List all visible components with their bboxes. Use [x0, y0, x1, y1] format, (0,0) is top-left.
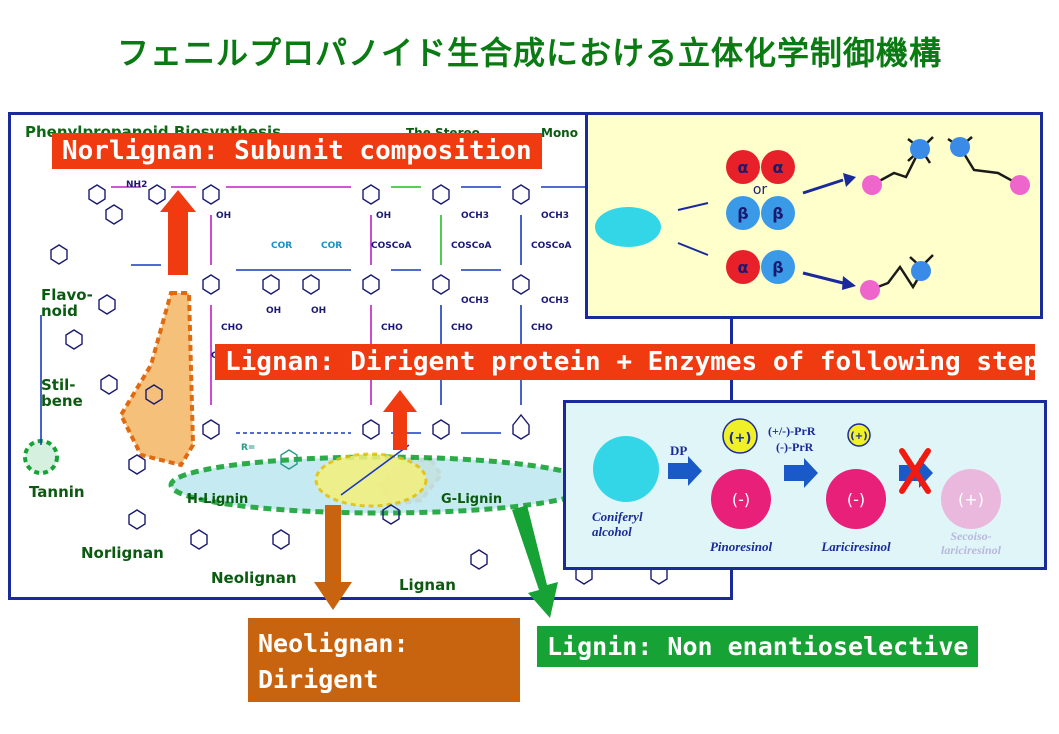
- scheme-drawing: Phenylpropanoid Biosynthesis The Stereo …: [23, 123, 668, 594]
- label-cor-2: COR: [321, 241, 342, 251]
- blocked-cross-icon: [899, 448, 931, 494]
- beta-subunit: [761, 250, 795, 284]
- norlignan-highlight: [118, 291, 196, 468]
- label-g-lignin: G-Lignin: [441, 492, 502, 507]
- pinoresinol-sign: (-): [732, 490, 750, 509]
- label-cho-1: CHO: [221, 323, 243, 333]
- secoiso-label-2: lariciresinol: [941, 543, 1002, 557]
- scheme-header-right-b: Mono: [541, 126, 578, 140]
- label-r: R=: [241, 443, 255, 453]
- substrate-ellipse: [595, 207, 661, 247]
- label-cho-2: CHO: [381, 323, 403, 333]
- lariciresinol-plus-sign: (+): [850, 431, 868, 442]
- neolignan-callout-line1: Neolignan:: [258, 629, 409, 658]
- callout-arrows: [160, 190, 558, 618]
- label-cho-4: CHO: [531, 323, 553, 333]
- label-cor: COR: [271, 241, 292, 251]
- neolignan-callout: Neolignan: Dirigent protein?: [248, 618, 520, 730]
- coniferyl-label-1: Coniferyl: [592, 509, 643, 524]
- label-lignan: Lignan: [399, 576, 456, 594]
- lignan-callout: Lignan: Dirigent protein + Enzymes of fo…: [215, 344, 1055, 380]
- page-title: フェニルプロパノイド生合成における立体化学制御機構: [116, 34, 942, 72]
- neolignan-callout-line2: Dirigent protein?: [258, 665, 379, 730]
- label-oh-3: OH: [266, 306, 281, 316]
- coniferyl-label-2: alcohol: [592, 524, 632, 539]
- label-coscoa-2: COSCoA: [371, 241, 412, 251]
- lignin-arrow: [512, 505, 558, 618]
- pinoresinol-label: Pinoresinol: [710, 539, 773, 554]
- norlignan-arrow: [160, 190, 196, 275]
- chem-labels: COSCoA COSCoA COSCoA COSCoA COR COR CHO …: [126, 180, 572, 453]
- lariciresinol-plus-node: [847, 423, 871, 447]
- product-structures: [869, 136, 1021, 292]
- prr-arrow: [784, 458, 818, 488]
- label-h-lignin: H-Lignin: [187, 492, 248, 507]
- label-oh-4: OH: [311, 306, 326, 316]
- label-cho-3: CHO: [451, 323, 473, 333]
- lariciresinol-node: [826, 469, 886, 529]
- coniferyl-alcohol-node: [593, 436, 659, 502]
- dirigent-selectivity-panel: α α or β β α β: [585, 112, 1043, 319]
- label-och3-3: OCH3: [461, 296, 489, 306]
- secoiso-label-1: Secoiso-: [950, 529, 991, 543]
- label-och3-2: OCH3: [541, 211, 569, 221]
- secoisolariciresinol-sign: (+): [958, 490, 984, 509]
- selectivity-drawing: α α or β β α β: [595, 136, 1030, 300]
- neolignan-arrow: [314, 505, 352, 610]
- molecule-structures: [50, 184, 668, 585]
- label-tannin: Tannin: [29, 483, 85, 501]
- prr-pm-label: (+/-)-PrR: [768, 424, 816, 438]
- label-neolignan: Neolignan: [211, 569, 297, 587]
- dp-label: DP: [670, 443, 687, 458]
- lariciresinol-label: Lariciresinol: [820, 539, 891, 554]
- alpha-subunit: [726, 150, 760, 184]
- label-och3-4: OCH3: [541, 296, 569, 306]
- norlignan-callout: Norlignan: Subunit composition: [52, 133, 542, 169]
- dp-arrow: [668, 456, 702, 486]
- or-label: or: [753, 182, 768, 198]
- lariciresinol-sign: (-): [847, 490, 865, 509]
- lignin-callout: Lignin: Non enantioselective: [537, 626, 979, 667]
- lignan-pathway-drawing: Coniferyl alcohol DP (-) Pinoresinol (+)…: [592, 418, 1002, 557]
- alpha-subunit: [761, 150, 795, 184]
- label-oh-1: OH: [216, 211, 231, 221]
- alpha-label: α: [773, 158, 784, 177]
- pinoresinol-plus-sign: (+): [729, 431, 752, 446]
- label-norlignan: Norlignan: [81, 544, 164, 562]
- alpha-subunit: [726, 250, 760, 284]
- beta-subunit: [761, 196, 795, 230]
- pinoresinol-plus-node: [722, 418, 758, 454]
- label-coscoa-3: COSCoA: [451, 241, 492, 251]
- label-nh2: NH2: [126, 180, 147, 190]
- pinoresinol-node: [711, 469, 771, 529]
- lignan-pathway-panel: Coniferyl alcohol DP (-) Pinoresinol (+)…: [563, 400, 1047, 570]
- lignan-arrow: [383, 390, 417, 450]
- alpha-label: α: [738, 258, 749, 277]
- secoisolariciresinol-node: [941, 469, 1001, 529]
- label-flavonoid: Flavo-noid: [41, 286, 93, 320]
- prr-m-label: (-)-PrR: [776, 440, 814, 454]
- alpha-label: α: [738, 158, 749, 177]
- label-stilbene: Stil-bene: [41, 376, 83, 410]
- beta-label: β: [772, 258, 783, 277]
- pathway-arrows: [40, 186, 586, 496]
- beta-label: β: [772, 204, 783, 223]
- label-oh-2: OH: [376, 211, 391, 221]
- beta-subunit: [726, 196, 760, 230]
- beta-label: β: [737, 204, 748, 223]
- label-och3-1: OCH3: [461, 211, 489, 221]
- label-coscoa-4: COSCoA: [531, 241, 572, 251]
